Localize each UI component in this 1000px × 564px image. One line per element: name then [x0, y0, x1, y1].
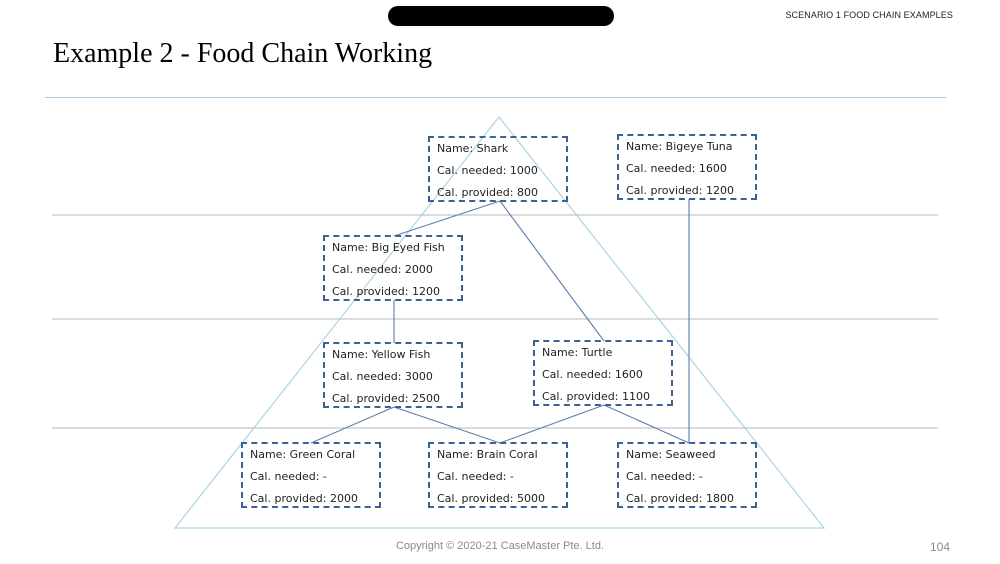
edge-turtle-to-seaweed — [603, 404, 690, 444]
node-name: Name: Shark — [437, 142, 509, 155]
node-cal-needed: Cal. needed: 1600 — [626, 162, 727, 175]
node-big-eyed-fish: Name: Big Eyed Fish Cal. needed: 2000 Ca… — [323, 235, 463, 301]
edge-turtle-to-brain-coral — [499, 404, 605, 444]
node-name: Name: Brain Coral — [437, 448, 538, 461]
copyright-footer: Copyright © 2020-21 CaseMaster Pte. Ltd. — [395, 540, 605, 552]
node-cal-provided: Cal. provided: 1200 — [332, 285, 440, 298]
node-cal-needed: Cal. needed: - — [250, 470, 327, 483]
node-name: Name: Bigeye Tuna — [626, 140, 733, 153]
node-brain-coral: Name: Brain Coral Cal. needed: - Cal. pr… — [428, 442, 568, 508]
node-seaweed: Name: Seaweed Cal. needed: - Cal. provid… — [617, 442, 757, 508]
edge-yellow-fish-to-green-coral — [310, 406, 395, 444]
node-shark: Name: Shark Cal. needed: 1000 Cal. provi… — [428, 136, 568, 202]
node-cal-needed: Cal. needed: 1600 — [542, 368, 643, 381]
node-turtle: Name: Turtle Cal. needed: 1600 Cal. prov… — [533, 340, 673, 406]
node-name: Name: Seaweed — [626, 448, 716, 461]
node-cal-provided: Cal. provided: 1200 — [626, 184, 734, 197]
edge-yellow-fish-to-brain-coral — [393, 406, 501, 444]
node-cal-provided: Cal. provided: 5000 — [437, 492, 545, 505]
node-cal-provided: Cal. provided: 2500 — [332, 392, 440, 405]
node-cal-provided: Cal. provided: 2000 — [250, 492, 358, 505]
node-cal-provided: Cal. provided: 1800 — [626, 492, 734, 505]
section-label: SCENARIO 1 FOOD CHAIN EXAMPLES — [785, 10, 953, 20]
title-divider — [45, 97, 946, 98]
edge-shark-to-turtle — [499, 200, 605, 342]
node-cal-needed: Cal. needed: 1000 — [437, 164, 538, 177]
node-name: Name: Turtle — [542, 346, 613, 359]
node-cal-provided: Cal. provided: 1100 — [542, 390, 650, 403]
node-name: Name: Big Eyed Fish — [332, 241, 445, 254]
node-name: Name: Green Coral — [250, 448, 356, 461]
node-cal-needed: Cal. needed: - — [437, 470, 514, 483]
node-cal-needed: Cal. needed: 3000 — [332, 370, 433, 383]
node-cal-provided: Cal. provided: 800 — [437, 186, 538, 199]
node-cal-needed: Cal. needed: 2000 — [332, 263, 433, 276]
redaction-bar — [388, 6, 614, 26]
node-green-coral: Name: Green Coral Cal. needed: - Cal. pr… — [241, 442, 381, 508]
node-name: Name: Yellow Fish — [332, 348, 431, 361]
node-cal-needed: Cal. needed: - — [626, 470, 703, 483]
page-number: 104 — [929, 540, 950, 554]
node-yellow-fish: Name: Yellow Fish Cal. needed: 3000 Cal.… — [323, 342, 463, 408]
page-title: Example 2 - Food Chain Working — [53, 38, 433, 69]
edge-shark-to-big-eyed-fish — [393, 200, 501, 237]
food-pyramid — [173, 116, 826, 529]
node-bigeye-tuna: Name: Bigeye Tuna Cal. needed: 1600 Cal.… — [617, 134, 757, 200]
